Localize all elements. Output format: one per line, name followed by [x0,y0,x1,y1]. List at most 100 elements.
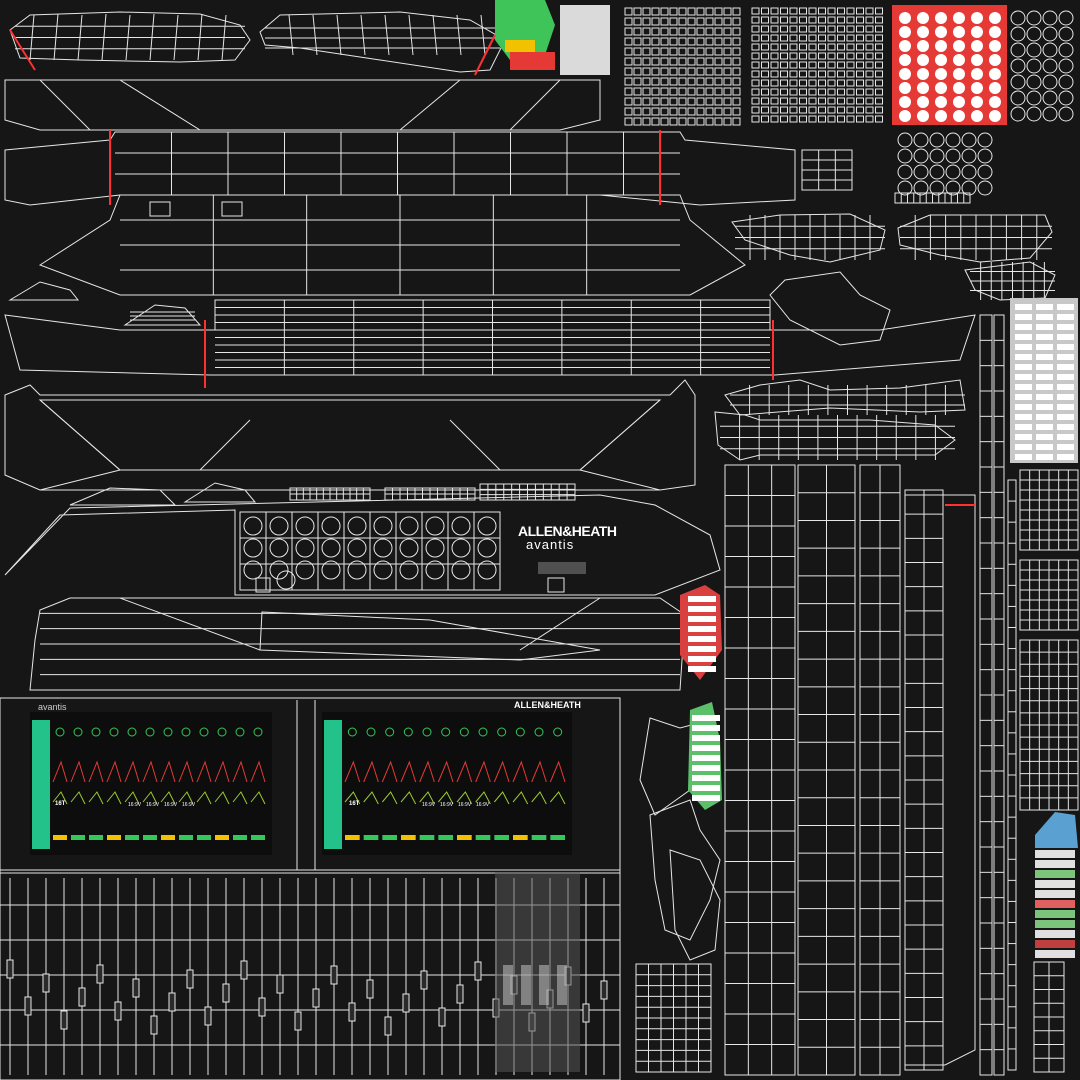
fader-cap [312,988,320,1008]
atlas-small-cell [818,43,826,51]
atlas-icon [669,67,678,76]
atlas-icon [687,107,696,116]
atlas-knob [899,68,911,80]
atlas-icon [633,117,642,126]
atlas-icon [732,7,741,16]
atlas-icon [732,57,741,66]
atlas-small-cell [846,7,855,15]
fader-cap [258,997,266,1017]
button-cap [1057,394,1074,400]
fader-cap [222,983,230,1003]
atlas-knob [899,12,911,24]
left-screen-pan-knob [109,727,119,737]
base-diag [579,399,661,471]
atlas-icon [705,47,714,56]
atlas-small-cell [875,34,883,42]
button-cap [1036,394,1053,400]
atlas-icon [678,17,687,26]
atlas-small-cell [808,115,817,123]
atlas-small-cell [799,7,807,15]
atlas-icon [687,27,696,36]
atlas-knob [935,40,947,52]
left-screen-channel-label: 16T [55,801,66,807]
atlas-knob [899,54,911,66]
atlas-small-cell [818,61,826,69]
left-screen-pan-knob [199,727,209,737]
atlas-icon [624,37,633,46]
atlas-small-cell [808,79,817,87]
atlas-octagon [1010,90,1026,106]
left-screen-comp-curve [214,791,230,805]
right-screen-comp-curve [512,791,529,805]
base-shell-inner [38,399,662,471]
fader-cap [582,1003,590,1023]
atlas-small-cell [846,61,855,69]
jack-socket [321,538,341,558]
left-screen-pan-knob [55,727,65,737]
atlas-knob [935,26,947,38]
button-cap [1057,404,1074,410]
jack-socket [295,538,315,558]
left-screen-band-4: 16:9V [182,802,196,808]
atlas-red-area [892,5,1007,125]
atlas-small-cell [780,52,788,60]
button-cap [1036,444,1053,450]
atlas-small-cell [837,16,845,24]
right-mid-piece-2 [714,411,956,461]
left-screen-eq-curve [232,760,248,783]
atlas-small-cell [865,106,874,114]
left-screen-eq-curve [106,760,122,783]
atlas-wheel [929,164,945,180]
atlas-small-cell [780,34,788,42]
atlas-small-cell [875,16,883,24]
red-callout-cell [688,656,716,662]
green-callout-cell [692,775,720,781]
right-screen-comp-curve [437,791,454,805]
atlas-small-cell [770,34,779,42]
shell-grid [288,14,294,56]
shell-grid [456,14,462,56]
button-cap [1036,314,1053,320]
atlas-wheel [897,164,913,180]
atlas-octagon [1058,42,1074,58]
red-callout-cell [688,636,716,642]
atlas-icon [669,27,678,36]
atlas-small-cell [827,61,836,69]
atlas-icon [642,57,651,66]
atlas-knob [971,54,983,66]
atlas-wheel [945,180,961,196]
atlas-icon [651,57,660,66]
atlas-small-cell [865,115,874,123]
atlas-icon [678,107,687,116]
fader-cap [240,960,248,980]
shell-grid [360,14,366,56]
fader-cap [294,1011,302,1031]
power-switch [255,577,271,593]
right-screen-frame [322,712,572,855]
left-screen-eq-curve [124,760,140,783]
atlas-small-cell [808,88,817,96]
atlas-icon [633,7,642,16]
fader-cap [276,974,284,994]
lower-base-diag [119,597,261,651]
atlas-octagon [1058,58,1074,74]
atlas-wheel [977,148,993,164]
right-screen-band-2: 16:9V [440,802,454,808]
right-screen-eq-curve [456,760,473,783]
atlas-wheel [977,180,993,196]
jack-socket [373,516,393,536]
green-callout-cell [692,745,720,751]
button-cap [1036,354,1053,360]
atlas-icon [633,67,642,76]
atlas-icon [642,117,651,126]
atlas-small-cell [856,43,864,51]
jack-socket [399,538,419,558]
atlas-icon [705,17,714,26]
button-cap [1015,394,1032,400]
seam-top-mid [474,34,496,76]
atlas-small-cell [856,34,864,42]
atlas-small-cell [856,106,864,114]
atlas-small-cell [846,25,855,33]
atlas-icon [732,37,741,46]
atlas-small-cell [837,52,845,60]
